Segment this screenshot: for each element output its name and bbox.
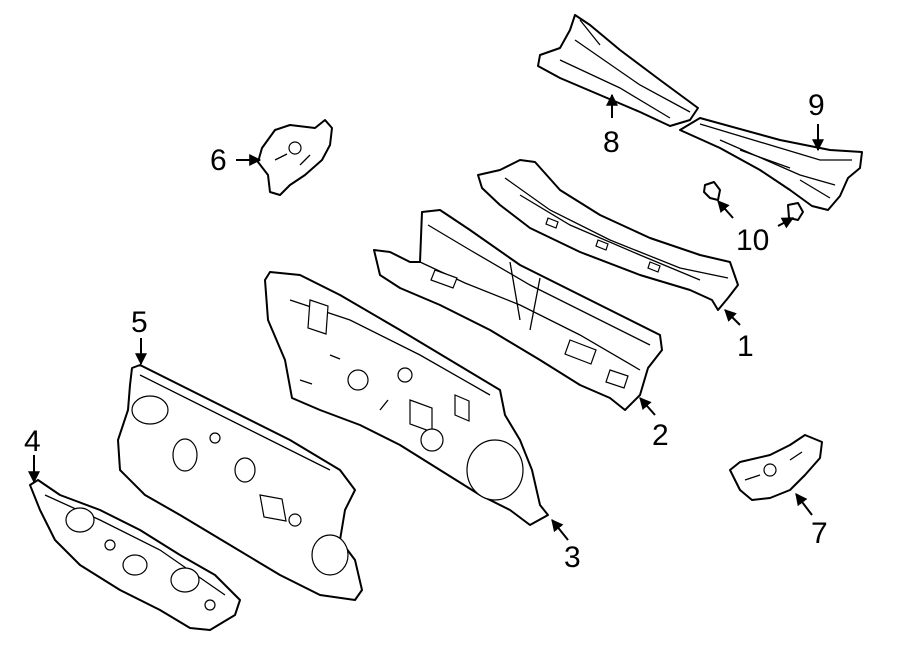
part-5-dash-insulator — [117, 364, 363, 601]
callout-4: 4 — [24, 425, 41, 458]
part-1-cowl-upper-panel — [477, 159, 739, 311]
callout-9: 9 — [808, 89, 825, 122]
leader-2 — [639, 397, 656, 416]
part-6-bracket-left — [257, 119, 333, 196]
part-7-bracket-right — [729, 434, 823, 501]
leader-10a — [717, 200, 734, 219]
callout-10: 10 — [736, 224, 769, 257]
part-3-dash-panel — [264, 271, 549, 526]
callout-2: 2 — [652, 419, 669, 452]
leader-lines — [28, 93, 824, 541]
callout-1: 1 — [737, 330, 754, 363]
callout-labels: 1 2 3 4 5 6 7 8 9 10 — [24, 89, 828, 574]
callout-8: 8 — [603, 126, 620, 159]
leader-1 — [724, 309, 741, 326]
part-8-cowl-panel-left — [537, 14, 699, 127]
part-9-cowl-panel-right — [679, 117, 863, 211]
part-10-clips — [703, 181, 804, 221]
callout-7: 7 — [811, 517, 828, 550]
leader-3 — [551, 519, 569, 541]
callout-3: 3 — [564, 541, 581, 574]
callout-5: 5 — [131, 306, 148, 339]
leader-7 — [795, 493, 813, 516]
callout-6: 6 — [210, 144, 227, 177]
part-4-lower-insulator — [29, 479, 241, 631]
leader-10b — [777, 217, 795, 229]
part-2-cowl-lower-panel — [373, 209, 663, 411]
